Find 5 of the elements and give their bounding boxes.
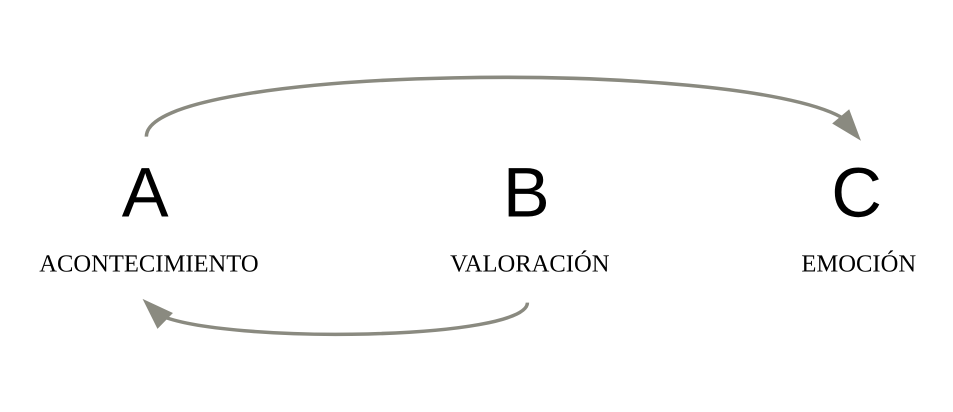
arrow [144,76,861,141]
node-text: C EMOCIÓN [801,152,916,278]
node-text: B VALORACIÓN [450,152,610,278]
node-text: A ACONTECIMIENTO [39,152,259,278]
arrow [142,298,529,336]
